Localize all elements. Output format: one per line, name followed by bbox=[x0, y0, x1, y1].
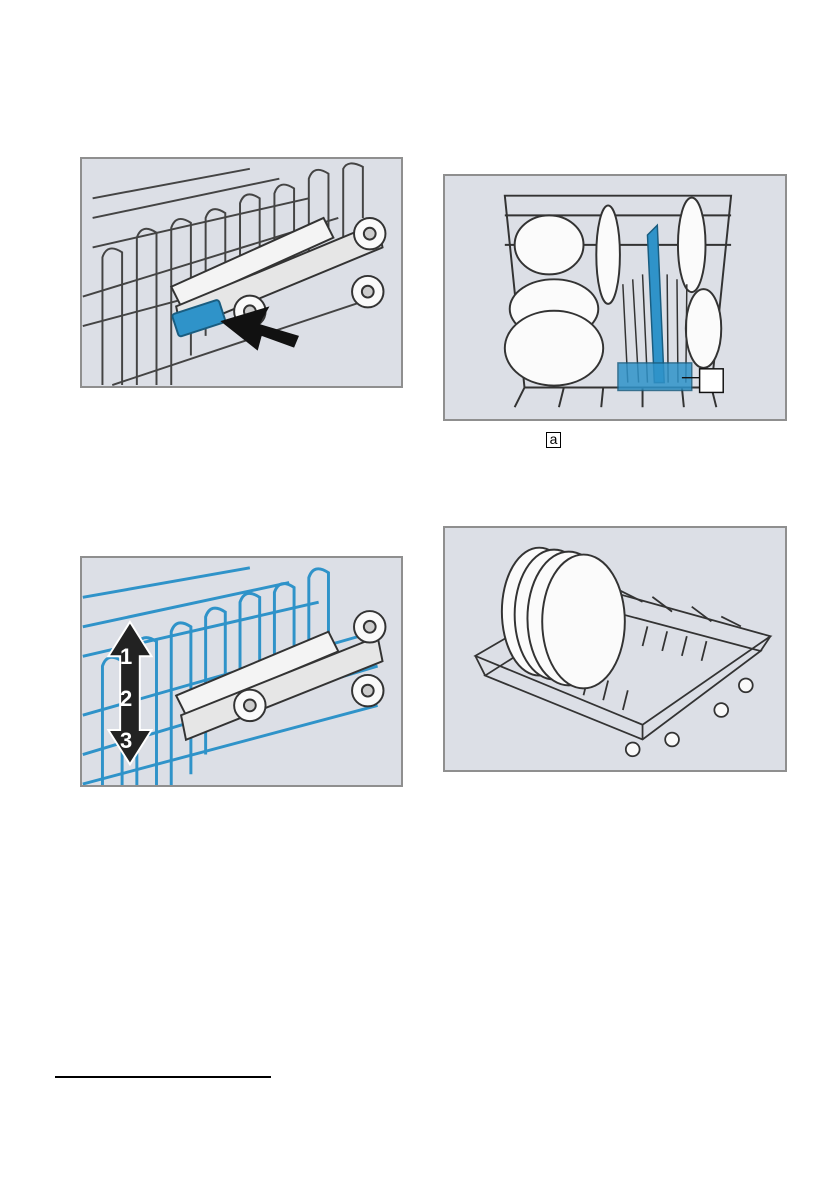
lower-basket-icon bbox=[445, 528, 785, 770]
figure-rack-height-adjust: 1 2 3 bbox=[80, 556, 403, 787]
rack-release-button-icon bbox=[82, 159, 401, 386]
figure-upper-basket-loaded bbox=[443, 174, 787, 421]
height-position-1: 1 bbox=[120, 644, 132, 670]
height-position-3: 3 bbox=[120, 728, 132, 754]
page-bottom-rule bbox=[0, 1190, 840, 1191]
figure-lower-basket-plates bbox=[443, 526, 787, 772]
footnote-rule bbox=[55, 1076, 271, 1078]
height-position-2: 2 bbox=[120, 686, 132, 712]
cutlery-basket-icon bbox=[445, 176, 785, 419]
figure-rack-release-button bbox=[80, 157, 403, 388]
callout-label-a: a bbox=[546, 432, 561, 448]
